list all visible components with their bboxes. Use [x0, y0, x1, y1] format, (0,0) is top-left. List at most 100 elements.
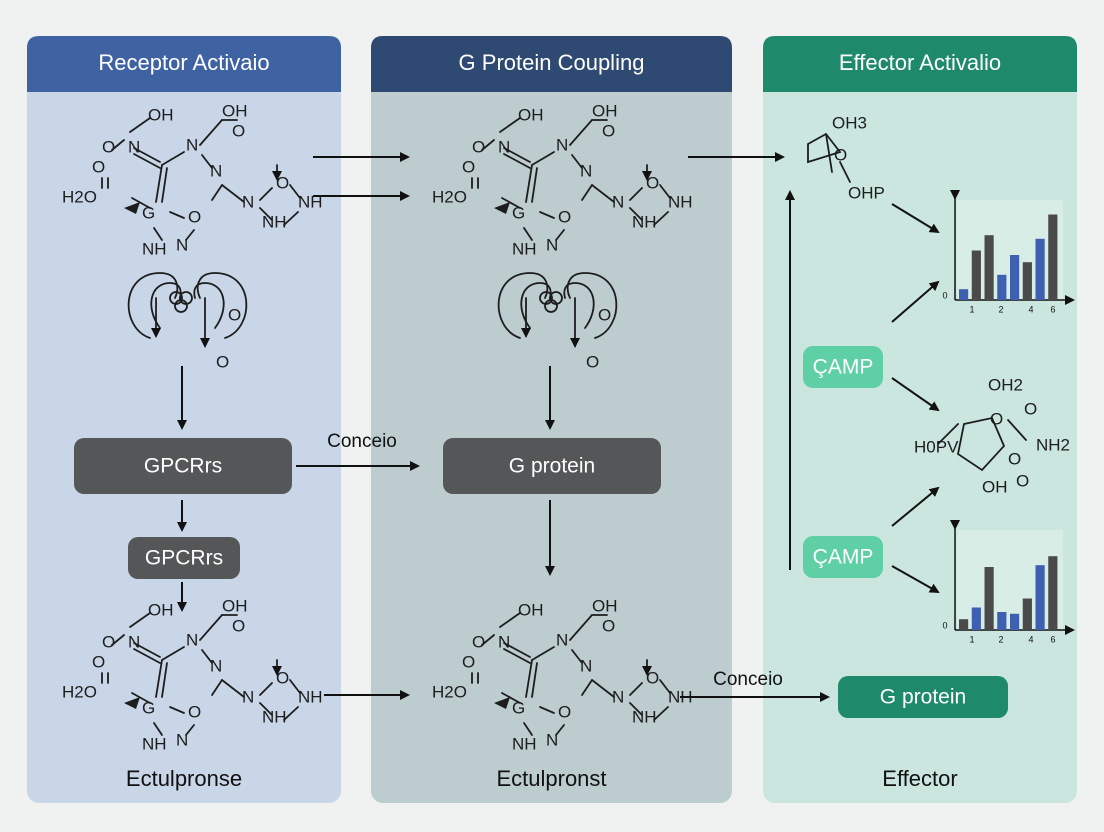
receptor-loop — [520, 282, 552, 329]
atom-label: O — [276, 668, 289, 687]
atom-label: OH — [148, 600, 174, 619]
receptor-ring — [544, 299, 558, 313]
chart-bar — [959, 619, 969, 630]
atom-label: H2O — [62, 187, 97, 206]
atom-label: O — [1024, 399, 1037, 418]
atom-label: N — [580, 656, 592, 675]
panel-body — [27, 36, 341, 803]
atom-label: OH — [592, 101, 618, 120]
chart-tick-label: 4 — [1028, 634, 1033, 644]
atom-label: NH — [262, 212, 287, 231]
atom-label: O — [602, 616, 615, 635]
gpcr-box: GPCRrs — [74, 438, 292, 494]
atom-label: OH3 — [832, 113, 867, 132]
atom-label: N — [210, 656, 222, 675]
atom-label: OH — [518, 105, 544, 124]
atom-label: G — [142, 698, 155, 717]
panel-title: G Protein Coupling — [459, 50, 645, 75]
atom-label: OH — [222, 101, 248, 120]
atom-label: O — [834, 145, 847, 164]
atom-label: N — [612, 687, 624, 706]
atom-label: NH — [142, 239, 167, 258]
atom-label: N — [186, 630, 198, 649]
g-protein-box: G protein — [443, 438, 661, 494]
chart-bar — [984, 235, 994, 300]
atom-label: N — [612, 192, 624, 211]
atom-label: O — [646, 173, 659, 192]
box-label: ÇAMP — [813, 356, 874, 379]
atom-label: OH — [518, 600, 544, 619]
receptor-ring — [174, 299, 188, 313]
atom-label: G — [512, 203, 525, 222]
receptor-loop — [150, 282, 182, 329]
atom-label: N — [242, 687, 254, 706]
receptor-glyph-left: OO — [127, 272, 248, 371]
arrow-label: Conceio — [713, 669, 783, 690]
chart-bar — [971, 607, 981, 630]
molecule-bond — [825, 133, 833, 173]
atom-label: N — [498, 632, 510, 651]
atom-label: NH — [632, 707, 657, 726]
atom-label: N — [242, 192, 254, 211]
panel-header — [371, 36, 732, 92]
atom-label: H2O — [432, 682, 467, 701]
chart-bar — [1010, 255, 1020, 300]
chart-bar — [1048, 556, 1058, 630]
atom-label: NH — [512, 239, 537, 258]
atom-label: N — [580, 161, 592, 180]
panel-body — [371, 36, 732, 803]
atom-label: NH — [262, 707, 287, 726]
atom-label: O — [102, 632, 115, 651]
chart-tick-label: 1 — [969, 634, 974, 644]
box-label: G protein — [880, 686, 966, 709]
atom-label: O — [102, 137, 115, 156]
chart-tick-label: 0 — [942, 620, 947, 630]
atom-label: O — [472, 632, 485, 651]
receptor-loop — [563, 282, 595, 329]
chart-bar — [984, 567, 994, 630]
atom-label: O — [472, 137, 485, 156]
atom-label: NH — [632, 212, 657, 231]
chart-bar — [1035, 565, 1045, 630]
atom-label: O — [558, 207, 571, 226]
atom-label: O — [232, 616, 245, 635]
panel-title: Effector Activalio — [839, 50, 1001, 75]
atom-label: H0PV — [914, 437, 959, 456]
atom-label: N — [210, 161, 222, 180]
atom-label: O — [586, 352, 599, 371]
chart-tick-label: 0 — [942, 290, 947, 300]
chart-tick-label: 6 — [1050, 634, 1055, 644]
atom-label: OHP — [848, 183, 885, 202]
chart-bar — [1010, 613, 1020, 630]
atom-label: N — [556, 135, 568, 154]
atom-label: N — [176, 235, 188, 254]
atom-label: O — [462, 652, 475, 671]
atom-label: NH — [142, 734, 167, 753]
flow-arrow — [891, 486, 940, 527]
chart-tick-label: 2 — [998, 304, 1003, 314]
molecule-bond — [937, 423, 959, 445]
atom-label: O — [92, 652, 105, 671]
atom-label: O — [646, 668, 659, 687]
flow-arrow — [891, 377, 940, 412]
panel-footer-label: Ectulpronst — [496, 766, 606, 791]
molecule-ring — [956, 416, 1006, 472]
atom-label: O — [558, 702, 571, 721]
chart-tick-label: 1 — [969, 304, 974, 314]
atom-label: N — [546, 730, 558, 749]
panel-footer-label: Effector — [882, 766, 957, 791]
atom-label: O — [228, 305, 241, 324]
chart-bar — [1022, 598, 1032, 630]
atom-label: O — [602, 121, 615, 140]
flow-arrow — [891, 565, 940, 593]
box-label: ÇAMP — [813, 546, 874, 569]
atom-label: OH — [592, 596, 618, 615]
chart-bar — [959, 289, 969, 300]
